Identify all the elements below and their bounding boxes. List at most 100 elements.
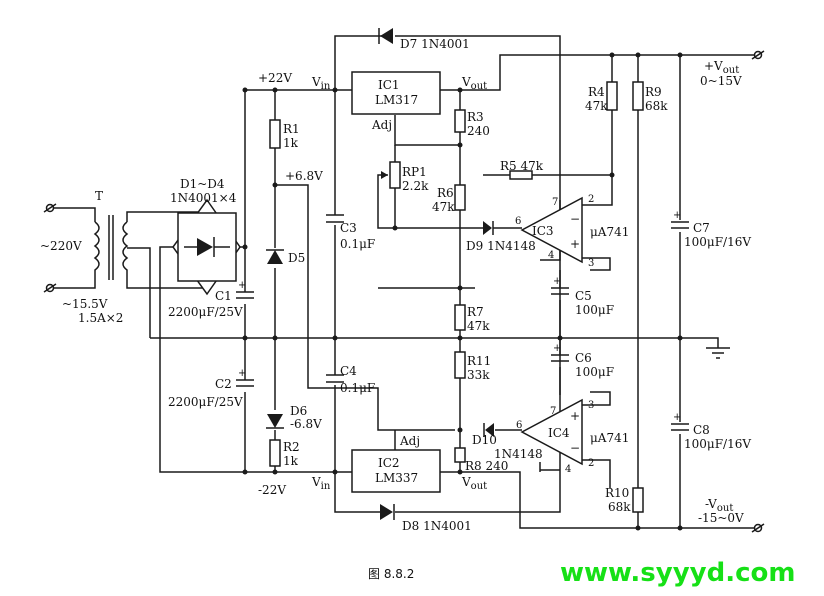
diode-d9 — [483, 221, 494, 235]
ic4-pin6: 6 — [516, 420, 522, 431]
figure-caption: 图 8.8.2 — [368, 567, 414, 581]
ic3-part-label: μA741 — [590, 225, 629, 239]
transformer-label: T — [95, 189, 103, 203]
resistor-r4 — [606, 81, 618, 111]
svg-text:−: − — [570, 212, 580, 226]
zener-diode-d5 — [266, 249, 284, 264]
resistor-r5 — [509, 170, 533, 180]
capacitor-c6: + — [551, 343, 569, 362]
resistor-r2 — [269, 439, 281, 467]
pos-output-label: +Vout — [704, 59, 739, 76]
rectifier-name-label: D1~D4 — [180, 177, 225, 191]
input-voltage-label: ~220V — [40, 239, 82, 253]
c5-value-label: 100μF — [575, 303, 614, 317]
c8-name-label: C8 — [693, 423, 710, 437]
c5-name-label: C5 — [575, 289, 592, 303]
ic4-pin2: 2 — [588, 458, 594, 469]
bridge-rectifier-d1-d4 — [172, 198, 241, 296]
capacitor-c2: + — [236, 368, 254, 387]
ic4-name-label: IC4 — [548, 426, 570, 440]
r10-name-label: R10 — [605, 486, 629, 500]
resistor-r11 — [454, 351, 466, 379]
ic2-name-label: IC2 — [378, 456, 400, 470]
c1-name-label: C1 — [215, 289, 232, 303]
input-terminal-top — [43, 203, 57, 213]
capacitor-c1: + — [236, 280, 254, 299]
ic4-part-label: μA741 — [590, 431, 629, 445]
svg-text:+: + — [553, 343, 561, 354]
rp1-value-label: 2.2k — [402, 179, 429, 193]
r6-name-label: R6 — [437, 186, 454, 200]
output-terminal-negative — [751, 523, 765, 533]
ic2-lm337 — [351, 449, 441, 493]
neg-output-label: -Vout — [705, 497, 733, 514]
r7-value-label: 47k — [467, 319, 490, 333]
capacitor-c5: + — [551, 276, 569, 295]
potentiometer-rp1 — [381, 161, 401, 189]
c3-value-label: 0.1μF — [340, 237, 375, 251]
c7-value-label: 100μF/16V — [684, 235, 751, 249]
ic2-part-label: LM337 — [375, 471, 418, 485]
svg-text:+: + — [238, 368, 246, 379]
d8-label: D8 1N4001 — [402, 519, 472, 533]
pos-output-range: 0~15V — [700, 74, 742, 88]
wiring — [52, 35, 755, 529]
ic1-part-label: LM317 — [375, 93, 418, 107]
resistor-r8 — [454, 447, 466, 463]
output-terminal-positive — [751, 50, 765, 60]
rectifier-part-label: 1N4001×4 — [170, 191, 237, 205]
pos-ref-label: +6.8V — [285, 169, 323, 183]
d10-name-label: D10 — [472, 433, 497, 447]
transformer-t — [93, 215, 129, 280]
capacitor-c4 — [326, 374, 344, 383]
c8-value-label: 100μF/16V — [684, 437, 751, 451]
r9-name-label: R9 — [645, 85, 662, 99]
d10-part-label: 1N4148 — [494, 447, 543, 461]
svg-text:+: + — [570, 409, 580, 423]
ic1-lm317 — [351, 71, 441, 115]
d6-label: D6 — [290, 404, 307, 418]
ground-symbol — [706, 347, 730, 359]
svg-text:−: − — [570, 441, 580, 455]
c2-name-label: C2 — [215, 377, 232, 391]
ic3-pin2: 2 — [588, 194, 594, 205]
secondary-rating-label: 1.5A×2 — [78, 311, 123, 325]
r11-value-label: 33k — [467, 368, 490, 382]
ic4-pin7: 7 — [550, 406, 556, 417]
diode-d7 — [378, 28, 393, 44]
neg-rail-label: -22V — [258, 483, 286, 497]
svg-text:+: + — [570, 237, 580, 251]
r7-name-label: R7 — [467, 305, 484, 319]
ic3-pin6: 6 — [515, 216, 521, 227]
r4-value-label: 47k — [585, 99, 608, 113]
svg-text:+: + — [673, 412, 681, 423]
ic4-pin4: 4 — [565, 464, 571, 475]
input-terminal-bottom — [43, 283, 57, 293]
resistor-r7 — [454, 304, 466, 331]
r5-label: R5 47k — [500, 159, 544, 173]
zener-diode-d6 — [266, 414, 284, 429]
pos-rail-label: +22V — [258, 71, 292, 85]
ic4-pin3: 3 — [588, 400, 594, 411]
c6-value-label: 100μF — [575, 365, 614, 379]
c6-name-label: C6 — [575, 351, 592, 365]
resistor-r3 — [454, 109, 466, 133]
d7-label: D7 1N4001 — [400, 37, 470, 51]
r9-value-label: 68k — [645, 99, 668, 113]
resistor-r9 — [632, 81, 644, 111]
c1-value-label: 2200μF/25V — [168, 305, 243, 319]
neg-ref-label: -6.8V — [290, 417, 322, 431]
c2-value-label: 2200μF/25V — [168, 395, 243, 409]
opamp-ic3: − + — [520, 196, 583, 264]
secondary-voltage-label: ~15.5V — [62, 297, 108, 311]
labels: ~220V T ~15.5V 1.5A×2 D1~D4 1N4001×4 +22… — [40, 37, 795, 588]
svg-text:+: + — [553, 276, 561, 287]
d5-label: D5 — [288, 251, 305, 265]
c7-name-label: C7 — [693, 221, 710, 235]
ic1-vin-label: Vin — [311, 75, 331, 92]
r8-label: R8 240 — [465, 459, 508, 473]
ic2-adj-label: Adj — [399, 434, 420, 448]
ic1-adj-label: Adj — [371, 118, 392, 132]
ic2-vin-label: Vin — [311, 475, 331, 492]
